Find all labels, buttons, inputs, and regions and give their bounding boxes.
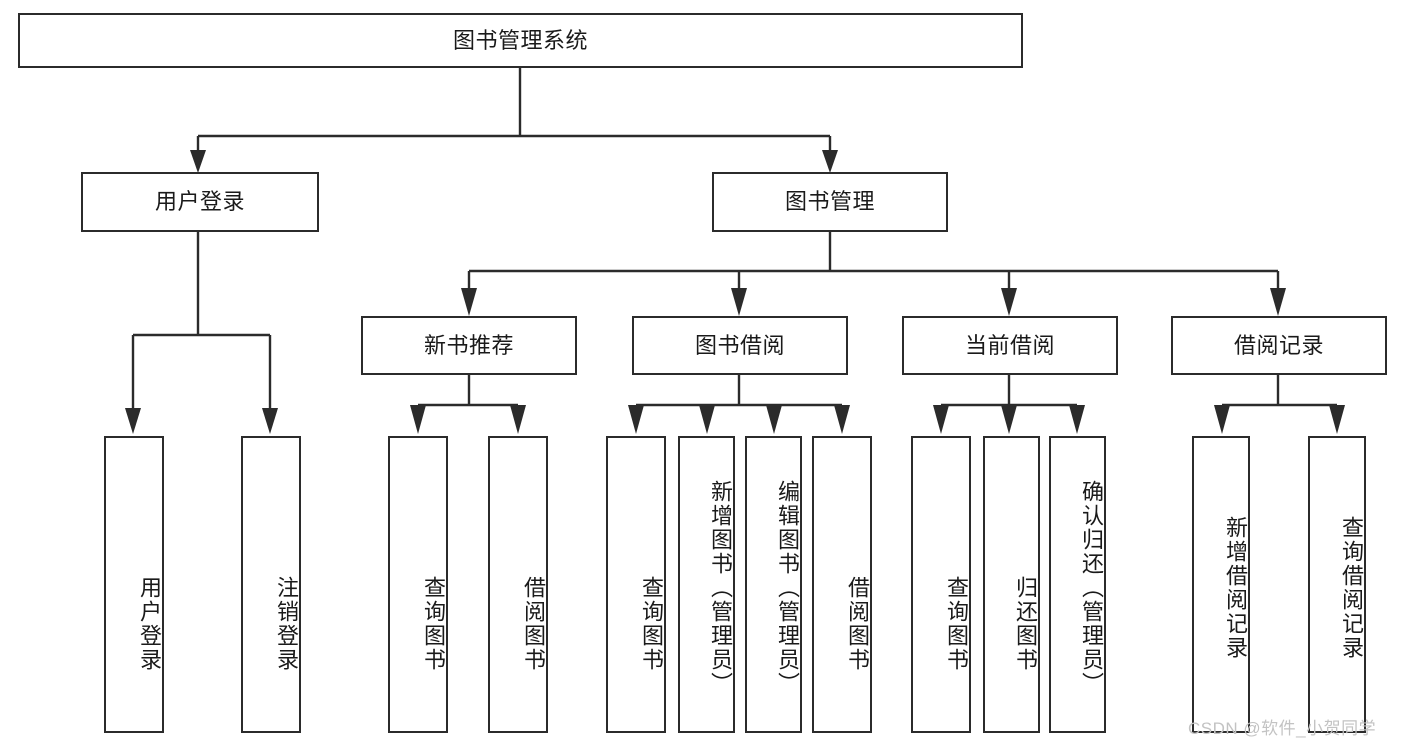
node-current-borrow[interactable]: 当前借阅: [902, 316, 1118, 375]
arrowhead-book-borrow-child-4: [834, 405, 850, 434]
node-book-manage-label: 图书管理: [784, 189, 875, 215]
leaf-current-query[interactable]: 查询图书: [911, 436, 971, 733]
arrowhead-leaf-logout: [262, 408, 278, 434]
arrowhead-book-borrow-child-3: [766, 405, 782, 434]
leaf-user-login-label: 用户登录: [137, 575, 162, 672]
leaf-logout[interactable]: 注销登录: [241, 436, 301, 733]
arrowhead-current-borrow-child-2: [1001, 405, 1017, 434]
arrowhead-borrow-record: [1270, 288, 1286, 316]
leaf-new-book-borrow[interactable]: 借阅图书: [488, 436, 548, 733]
leaf-add-record-label: 新增借阅记录: [1223, 515, 1248, 660]
csdn-watermark: CSDN @软件_小贺同学: [1188, 719, 1377, 738]
node-borrow-record[interactable]: 借阅记录: [1171, 316, 1387, 375]
arrowhead-borrow-record-child-2: [1329, 405, 1345, 434]
leaf-book-borrow-action[interactable]: 借阅图书: [812, 436, 872, 733]
arrowhead-current-borrow: [1001, 288, 1017, 316]
arrowhead-new-book: [461, 288, 477, 316]
arrowhead-current-borrow-child-1: [933, 405, 949, 434]
leaf-book-add[interactable]: 新增图书（管理员）: [678, 436, 735, 733]
leaf-query-record[interactable]: 查询借阅记录: [1308, 436, 1366, 733]
node-borrow-record-label: 借阅记录: [1233, 332, 1324, 358]
leaf-new-book-query-label: 查询图书: [421, 575, 446, 672]
leaf-book-borrow-query-label: 查询图书: [639, 575, 664, 672]
node-current-borrow-label: 当前借阅: [964, 332, 1055, 358]
node-book-borrow-label: 图书借阅: [694, 332, 785, 358]
arrowhead-leaf-user-login: [125, 408, 141, 434]
leaf-book-borrow-action-label: 借阅图书: [845, 575, 870, 672]
leaf-book-edit[interactable]: 编辑图书（管理员）: [745, 436, 802, 733]
leaf-add-record[interactable]: 新增借阅记录: [1192, 436, 1250, 733]
node-root-label: 图书管理系统: [452, 27, 588, 53]
arrowhead-new-book-child-2: [510, 405, 526, 434]
node-new-book[interactable]: 新书推荐: [361, 316, 577, 375]
arrowhead-new-book-child-1: [410, 405, 426, 434]
leaf-current-query-label: 查询图书: [944, 575, 969, 672]
leaf-confirm-return-label: 确认归还（管理员）: [1079, 479, 1104, 696]
arrowhead-book-borrow: [731, 288, 747, 316]
leaf-book-borrow-query[interactable]: 查询图书: [606, 436, 666, 733]
leaf-query-record-label: 查询借阅记录: [1339, 515, 1364, 660]
node-new-book-label: 新书推荐: [423, 332, 514, 358]
leaf-book-add-label: 新增图书（管理员）: [708, 479, 733, 696]
leaf-new-book-borrow-label: 借阅图书: [521, 575, 546, 672]
arrowhead-book-manage: [822, 150, 838, 173]
node-user-login-label: 用户登录: [154, 189, 245, 215]
leaf-return-book[interactable]: 归还图书: [983, 436, 1040, 733]
arrowhead-current-borrow-child-3: [1069, 405, 1085, 434]
node-user-login[interactable]: 用户登录: [81, 172, 319, 232]
leaf-confirm-return[interactable]: 确认归还（管理员）: [1049, 436, 1106, 733]
node-root[interactable]: 图书管理系统: [18, 13, 1023, 68]
leaf-new-book-query[interactable]: 查询图书: [388, 436, 448, 733]
arrowhead-book-borrow-child-2: [699, 405, 715, 434]
leaf-logout-label: 注销登录: [274, 575, 299, 672]
arrowhead-borrow-record-child-1: [1214, 405, 1230, 434]
arrowhead-user-login: [190, 150, 206, 173]
leaf-user-login[interactable]: 用户登录: [104, 436, 164, 733]
node-book-borrow[interactable]: 图书借阅: [632, 316, 848, 375]
leaf-book-edit-label: 编辑图书（管理员）: [775, 479, 800, 696]
arrowhead-book-borrow-child-1: [628, 405, 644, 434]
leaf-return-book-label: 归还图书: [1013, 575, 1038, 672]
node-book-manage[interactable]: 图书管理: [712, 172, 948, 232]
